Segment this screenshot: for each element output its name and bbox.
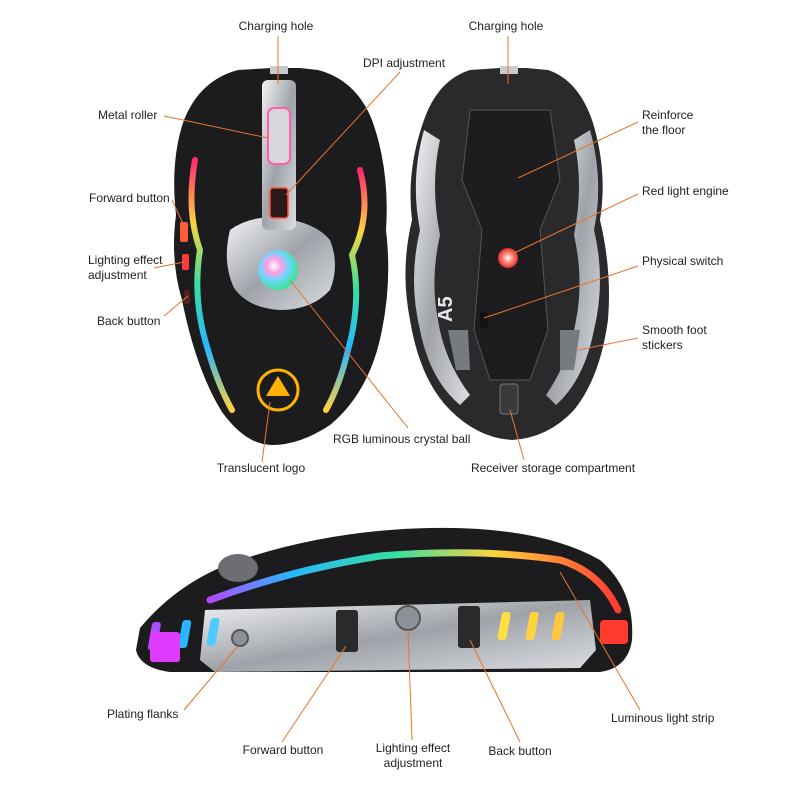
side-view-forward-button (336, 610, 358, 652)
label-side-luminous-strip: Luminous light strip (611, 711, 715, 725)
top-view-logo (256, 368, 300, 412)
bottom-view-red-engine (498, 248, 518, 268)
label-top-lighting-effect-1: Lighting effect (88, 253, 163, 267)
bottom-view-mouse: A5 (405, 66, 609, 440)
leader-bottom-switch (483, 265, 639, 319)
leader-side-forward (281, 645, 347, 743)
leader-bottom-receiver (509, 409, 525, 461)
label-side-lighting-effect-1: Lighting effect (375, 741, 451, 755)
label-side-plating-flanks: Plating flanks (107, 707, 179, 721)
leader-top-back (163, 295, 189, 317)
leader-bottom-red-engine (511, 193, 639, 255)
label-bottom-charging-hole: Charging hole (468, 19, 544, 33)
bottom-view-charging-port (500, 66, 518, 74)
label-top-metal-roller: Metal roller (98, 108, 158, 122)
label-bottom-smooth-feet-1: Smooth foot (642, 323, 707, 337)
label-top-dpi-adjustment: DPI adjustment (363, 56, 446, 70)
leader-top-roller (163, 115, 269, 139)
leader-lines (153, 36, 641, 743)
top-view-side-forward (180, 222, 188, 242)
side-view-rgb-strip (206, 549, 622, 614)
bottom-view-metal-rim (414, 130, 470, 405)
top-view-rgb-right (323, 167, 368, 413)
side-view-rgb-bar-5 (525, 612, 539, 640)
side-view-back-button (458, 606, 480, 648)
leader-top-forward (171, 199, 187, 231)
leader-bottom-reinforce (517, 121, 639, 179)
label-top-back-button: Back button (97, 314, 161, 328)
side-view-front-light (600, 620, 628, 644)
leader-side-lighting (407, 629, 413, 741)
top-view-metal-roller (267, 107, 291, 165)
leader-bottom-feet (577, 337, 639, 351)
side-view-rgb-bar-2 (178, 620, 192, 648)
label-top-translucent-logo: Translucent logo (216, 461, 306, 475)
side-view-rgb-bar-6 (551, 612, 565, 640)
label-bottom-red-light-engine: Red light engine (642, 184, 729, 198)
side-view-metal-plate (200, 600, 596, 672)
leader-top-lighting (153, 261, 185, 269)
leader-top-dpi (285, 71, 401, 196)
label-bottom-smooth-feet-2: stickers (642, 338, 683, 352)
top-view-side-lighting (182, 254, 189, 270)
side-view-wheel (218, 554, 258, 582)
side-view-rgb-bar-3 (206, 618, 220, 646)
bottom-view-foot-left (448, 330, 470, 370)
top-view-mouse (174, 66, 389, 445)
side-view-rear-screw (231, 629, 249, 647)
leader-side-strip (559, 571, 641, 711)
label-top-forward-button: Forward button (89, 191, 170, 205)
side-view-lighting-button (395, 605, 421, 631)
bottom-view-model-mark: A5 (435, 296, 457, 322)
bottom-view-metal-rim-right (546, 130, 600, 405)
top-view-rgb-ball (258, 250, 298, 290)
label-side-forward-button: Forward button (242, 743, 324, 757)
label-top-charging-hole: Charging hole (238, 19, 314, 33)
label-bottom-reinforce-2: the floor (642, 123, 686, 137)
leader-top-ball (289, 279, 409, 429)
label-bottom-receiver-storage: Receiver storage compartment (470, 461, 636, 475)
side-view-mouse (136, 527, 633, 672)
label-bottom-physical-switch: Physical switch (642, 254, 724, 268)
top-view-dpi-button (269, 187, 289, 219)
label-side-back-button: Back button (488, 744, 552, 758)
top-view-rgb-left (188, 157, 235, 413)
leader-top-logo (261, 401, 271, 463)
top-view-charging-port (270, 66, 288, 74)
bottom-view-foot-right (560, 330, 580, 370)
top-view-logo-mark (266, 376, 290, 396)
label-top-rgb-ball: RGB luminous crystal ball (333, 432, 471, 446)
label-bottom-reinforce-1: Reinforce (642, 108, 694, 122)
bottom-view-physical-switch (480, 312, 488, 328)
side-view-rgb-bar-4 (497, 612, 511, 640)
bottom-view-receiver-compartment (499, 383, 519, 415)
leader-side-back (469, 639, 521, 743)
leader-side-plating (183, 645, 239, 711)
label-top-lighting-effect-2: adjustment (88, 268, 147, 282)
label-side-lighting-effect-2: adjustment (383, 756, 443, 770)
side-view-rear-light (150, 632, 180, 662)
